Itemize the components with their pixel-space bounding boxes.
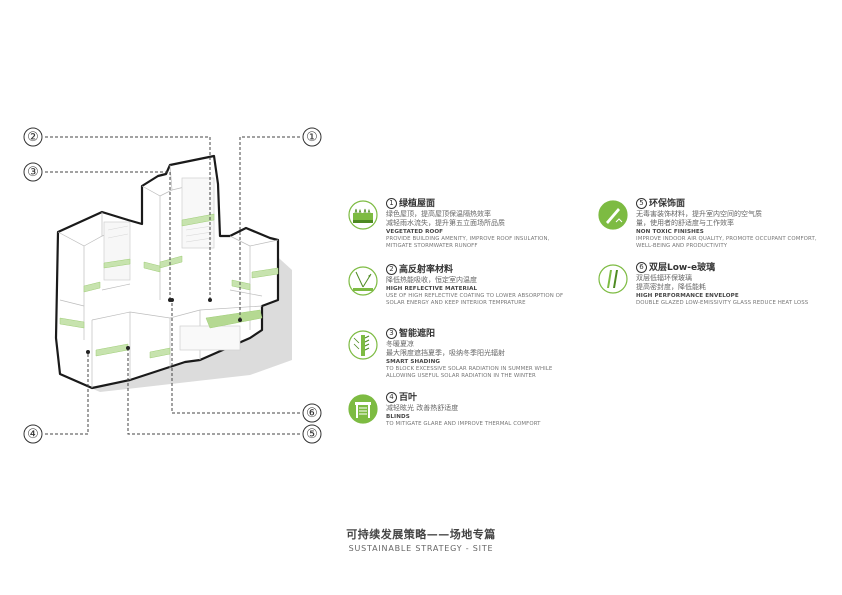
- strategy-title-en: NON TOXIC FINISHES: [636, 229, 704, 235]
- strategy-title-en: HIGH REFLECTIVE MATERIAL: [386, 286, 478, 292]
- strategy-desc-cn: 量，使用者的舒适度与工作效率: [636, 219, 734, 227]
- leader-3: [45, 171, 171, 300]
- strategy-desc-en: PROVIDE BUILDING AMENITY, IMPROVE ROOF I…: [386, 236, 550, 250]
- leader-1: [239, 136, 300, 320]
- callout-5-circle: [302, 424, 322, 444]
- leader-2: [45, 136, 211, 300]
- callout-2-number: ②: [27, 130, 39, 145]
- blinds-icon: [348, 394, 378, 424]
- smart-shading-icon: [348, 330, 378, 360]
- green-roof-icon: [348, 200, 378, 230]
- strategy-desc-cn: 提高密封度，降低能耗: [636, 283, 706, 291]
- non-toxic-finish-icon: [598, 200, 628, 230]
- strategy-title-en: SMART SHADING: [386, 359, 441, 365]
- leader-4: [45, 352, 89, 435]
- callout-numbers: ① ② ③ ④ ⑤ ⑥: [27, 130, 318, 442]
- callout-4-number: ④: [27, 427, 39, 442]
- callout-6-circle: [302, 403, 322, 423]
- callout-6-number: ⑥: [306, 406, 318, 421]
- page-title-cn: 可持续发展策略——场地专篇: [346, 528, 496, 541]
- strategy-desc-cn: 无毒害装饰材料，提升室内空间的空气质: [636, 210, 762, 218]
- callout-dots: [86, 298, 242, 354]
- callout-5-number: ⑤: [306, 427, 318, 442]
- strategy-title-en: VEGETATED ROOF: [386, 229, 444, 235]
- callout-2-circle: [23, 127, 43, 147]
- strategy-desc-cn: 减轻眩光 改善热舒适度: [386, 404, 459, 412]
- strategy-desc-cn: 减轻雨水流失，提升第五立面场所品质: [386, 219, 505, 227]
- leader-5: [127, 348, 300, 435]
- strategy-title-en: BLINDS: [386, 414, 410, 420]
- strategy-desc-cn: 冬暖夏凉: [386, 340, 414, 348]
- callout-4-circle: [23, 424, 43, 444]
- strategy-desc-en: USE OF HIGH REFLECTIVE COATING TO LOWER …: [386, 293, 564, 307]
- green-features: [59, 213, 279, 359]
- page-title-en: SUSTAINABLE STRATEGY - SITE: [348, 544, 494, 553]
- glass-hatching: [107, 225, 213, 243]
- low-e-glass-icon: [598, 264, 628, 294]
- callout-1-circle: [302, 127, 322, 147]
- strategy-desc-cn: 最大限度遮挡夏季，吸纳冬季阳光辐射: [386, 349, 505, 357]
- callout-1-number: ①: [306, 130, 318, 145]
- strategy-desc-cn: 绿色屋顶，提高屋顶保温隔热效率: [386, 210, 491, 218]
- strategy-desc-cn: 双层低辐环保玻璃: [636, 274, 692, 282]
- callout-3-number: ③: [27, 165, 39, 180]
- leader-6: [171, 300, 300, 414]
- strategy-title-en: HIGH PERFORMANCE ENVELOPE: [636, 293, 739, 299]
- strategy-desc-en: TO BLOCK EXCESSIVE SOLAR RADIATION IN SU…: [386, 366, 553, 380]
- strategy-desc-en: DOUBLE GLAZED LOW-EMISSIVITY GLASS REDUC…: [636, 300, 809, 306]
- strategy-desc-en: TO MITIGATE GLARE AND IMPROVE THERMAL CO…: [386, 421, 541, 427]
- strategy-desc-cn: 降低热能吸收，恒定室内温度: [386, 276, 477, 284]
- reflective-material-icon: [348, 266, 378, 296]
- callout-markers: [23, 127, 322, 444]
- building-faces: [57, 164, 279, 388]
- callout-leaders: [45, 136, 300, 435]
- strategy-desc-en: IMPROVE INDOOR AIR QUALITY, PROMOTE OCCU…: [636, 236, 817, 250]
- callout-3-circle: [23, 162, 43, 182]
